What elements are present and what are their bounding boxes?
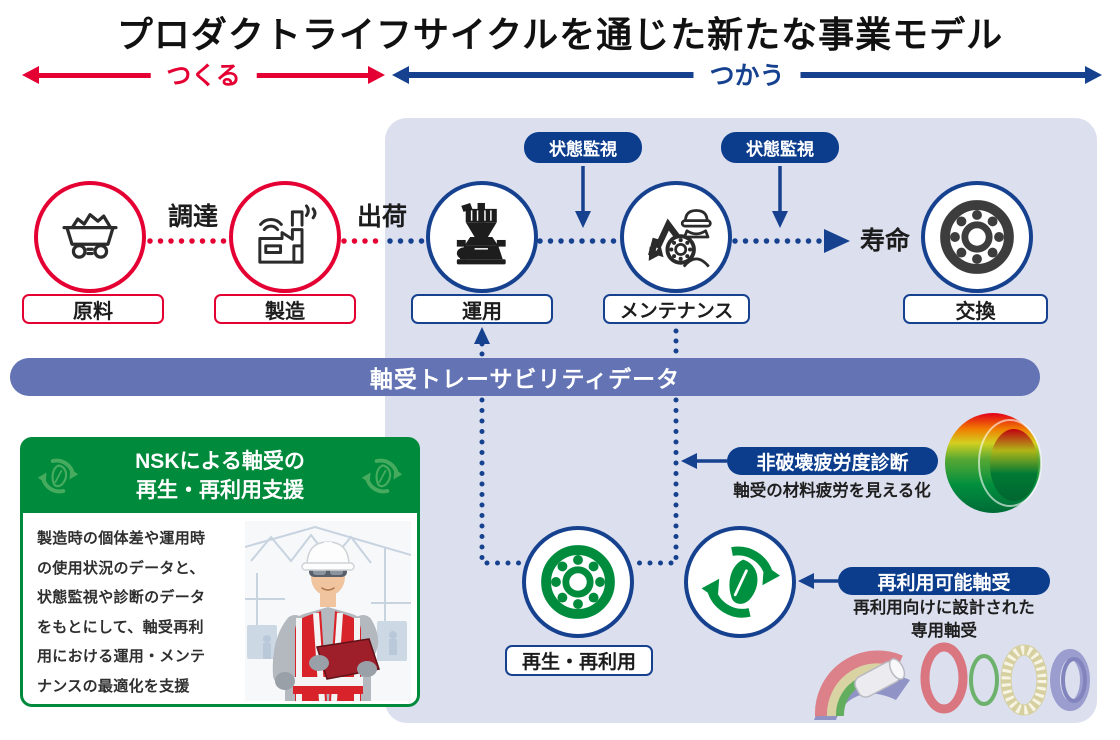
node-operation <box>426 181 538 293</box>
worker-illustration <box>245 521 411 701</box>
condition-monitoring-badge: 状態監視 <box>721 132 839 163</box>
step-label-manufacturing: 製造 <box>214 294 356 324</box>
nsk-support-box: NSKによる軸受の 再生・再利用支援 製造時の個体差や運用時 の使用状況のデータ… <box>20 437 420 707</box>
traceability-bar: 軸受トレーサビリティデータ <box>10 358 1040 396</box>
arrow-left-icon <box>392 66 409 84</box>
arrow-right-icon <box>368 66 385 84</box>
node-maintenance <box>620 181 732 293</box>
step-label-maintenance: メンテナンス <box>603 294 750 324</box>
arrow-right-icon <box>1085 66 1102 84</box>
step-label-replacement: 交換 <box>903 294 1048 324</box>
ore-cart-icon <box>62 213 118 259</box>
recycle-leaf-icon <box>701 546 780 618</box>
factory-icon <box>258 204 317 264</box>
page-title: プロダクトライフサイクルを通じた新たな事業モデル <box>116 14 1004 55</box>
support-box-title: NSKによる軸受の 再生・再利用支援 <box>23 440 417 513</box>
recycle-leaf-icon <box>37 458 79 494</box>
node-replacement <box>921 181 1033 293</box>
regeneration-label: 再生・再利用 <box>505 645 653 676</box>
recycle-leaf-icon <box>361 458 403 494</box>
industrial-machine-icon <box>456 202 506 265</box>
step-label-operation: 運用 <box>411 294 553 324</box>
bearing-icon <box>940 200 1014 274</box>
maintenance-worker-icon <box>648 209 712 268</box>
use-phase-arrow: つかう <box>392 62 1102 90</box>
reusable-bearing-badge: 再利用可能軸受 <box>838 567 1050 595</box>
support-box-body: 製造時の個体差や運用時 の使用状況のデータと、 状態監視や診断のデータ をもとに… <box>37 530 206 695</box>
step-label-raw-material: 原料 <box>22 294 164 324</box>
connector-label-life: 寿命 <box>859 227 910 255</box>
make-phase-arrow: つくる <box>22 62 385 90</box>
fatigue-diagnosis-caption: 軸受の材料疲労を見える化 <box>733 482 931 500</box>
fatigue-diagnosis-badge: 非破壊疲労度診断 <box>727 447 938 475</box>
reusable-bearing-caption: 再利用向けに設計された 専用軸受 <box>853 599 1035 640</box>
small-bearing <box>665 234 696 265</box>
use-phase-label: つかう <box>693 62 801 90</box>
node-regeneration <box>522 526 634 638</box>
node-reusable-bearing <box>684 526 796 638</box>
node-raw-material <box>34 181 146 293</box>
node-manufacturing <box>229 181 341 293</box>
condition-monitoring-badge: 状態監視 <box>524 132 642 163</box>
fatigue-heatmap-ring <box>945 413 1042 513</box>
green-bearing-icon <box>541 545 615 619</box>
connector-label-ship: 出荷 <box>356 203 407 231</box>
arrow-left-icon <box>22 66 39 84</box>
make-phase-label: つくる <box>150 62 257 90</box>
connector-label-procure: 調達 <box>167 203 218 231</box>
exploded-bearing-illustration <box>814 642 1090 720</box>
